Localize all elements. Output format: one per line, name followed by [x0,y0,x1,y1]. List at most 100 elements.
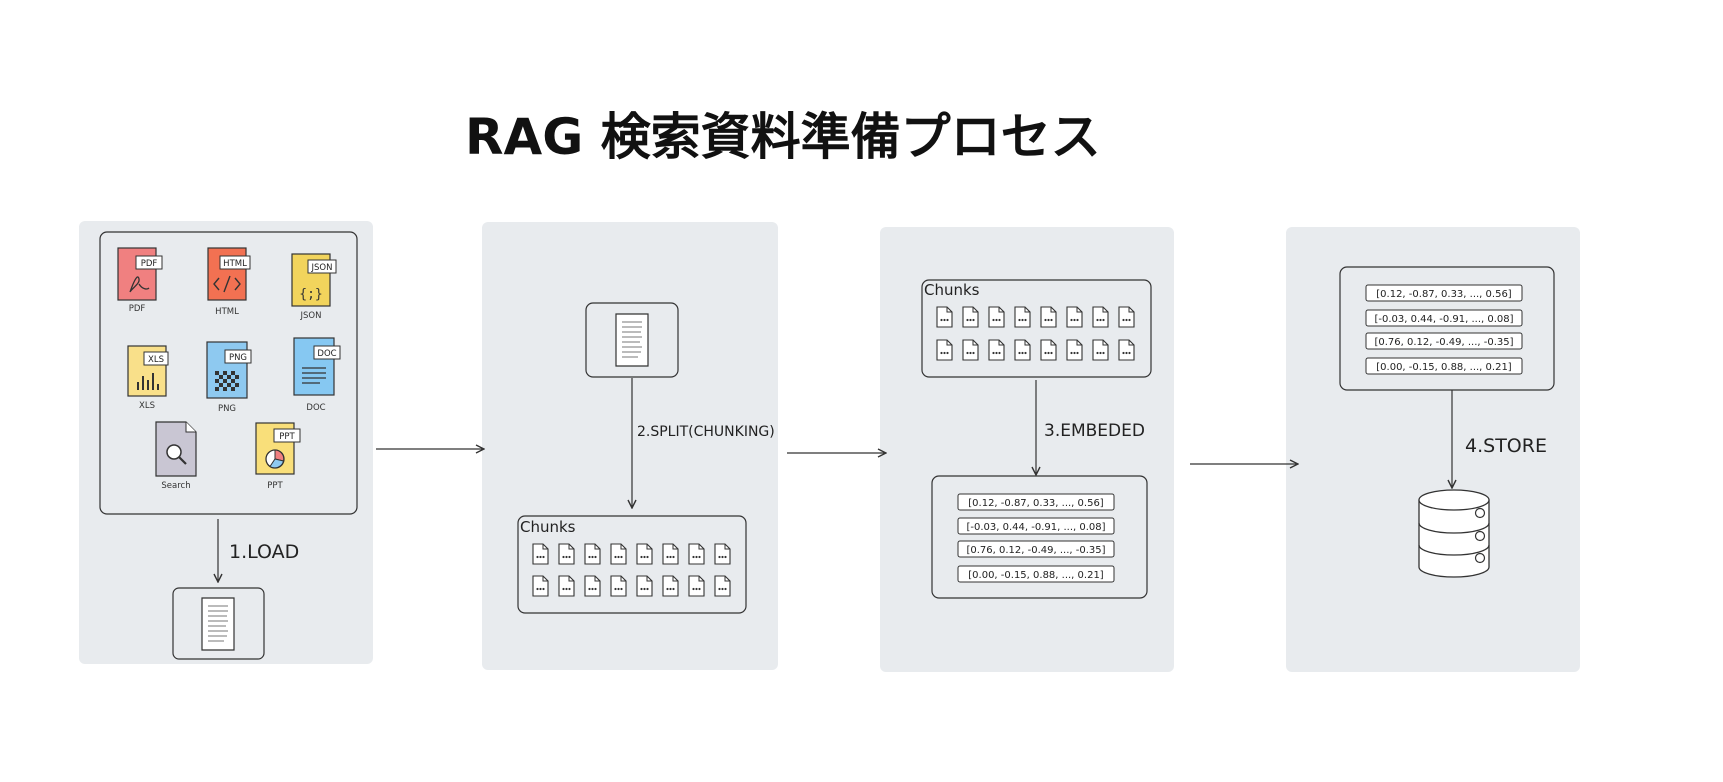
chunk-doc-icon [1118,339,1135,361]
chunk-doc-icon [610,575,627,597]
chunk-doc-icon [1014,306,1031,328]
step-load-label: 1.LOAD [229,541,299,563]
vector-text: [0.76, 0.12, -0.49, ..., -0.35] [966,545,1105,556]
xls-file: XLS XLS [127,345,169,411]
vectors-box-store [1339,266,1555,391]
vector-list-embed: [0.12, -0.87, 0.33, ..., 0.56] [-0.03, 0… [957,493,1115,583]
pdf-file: PDF PDF [117,247,163,314]
file-label: XLS [139,401,155,411]
ppt-file: PPT PPT [255,422,301,491]
page-title: RAG 検索資料準備プロセス [465,108,1101,166]
vector-list-store: [0.12, -0.87, 0.33, ..., 0.56] [-0.03, 0… [1365,284,1523,375]
vector-row [1365,332,1523,350]
vector-row [957,493,1115,511]
file-tag: DOC [317,349,336,359]
vector-text: [0.12, -0.87, 0.33, ..., 0.56] [968,498,1104,509]
file-tag: PDF [141,259,158,269]
chunk-doc-icon [1092,339,1109,361]
document-icon [201,597,235,651]
chunk-doc-icon [584,575,601,597]
chunk-doc-icon [962,339,979,361]
chunk-doc-icon [584,543,601,565]
chunk-doc-icon [532,575,549,597]
chunk-doc-icon [988,306,1005,328]
vector-row [1365,357,1523,375]
chunk-doc-icon [962,306,979,328]
vector-row [957,517,1115,535]
source-document-box [585,302,679,378]
source-files-box [99,231,358,515]
vectors-box-embed [931,475,1148,599]
chunk-doc-icon [532,543,549,565]
bar-chart-icon [137,373,159,390]
chunk-doc-icon [558,543,575,565]
database-icon [1418,489,1490,578]
code-icon [213,275,241,293]
vector-row [1365,284,1523,302]
chunk-doc-icon [688,575,705,597]
chunk-doc-icon [636,575,653,597]
vector-text: [0.00, -0.15, 0.88, ..., 0.21] [968,570,1104,581]
file-label: Search [161,481,190,491]
file-tag: JSON [311,263,333,273]
chunk-doc-icon [688,543,705,565]
step-embed-label: 3.EMBEDED [1044,421,1145,441]
chunk-doc-icon [1014,339,1031,361]
chunk-doc-icon [1092,306,1109,328]
chunk-doc-icon [662,543,679,565]
loaded-document-box [172,587,265,660]
doc-file: DOC DOC [293,337,341,413]
chunk-doc-icon [662,575,679,597]
file-label: HTML [215,307,239,317]
png-file: PNG PNG [206,341,252,414]
vector-text: [-0.03, 0.44, -0.91, ..., 0.08] [1374,314,1513,325]
chunk-doc-icon [1040,339,1057,361]
chunk-doc-icon [988,339,1005,361]
step-split-label: 2.SPLIT(CHUNKING) [637,424,775,440]
file-tag: PNG [229,353,247,363]
lines-icon [302,367,326,384]
file-label: PNG [218,404,236,414]
vector-row [1365,309,1523,327]
vector-text: [0.76, 0.12, -0.49, ..., -0.35] [1374,337,1513,348]
chunk-doc-icon [936,306,953,328]
chunks-box-embed [921,279,1152,378]
chunk-doc-icon [1118,306,1135,328]
chunk-doc-icon [714,543,731,565]
chunk-doc-icon [936,339,953,361]
vector-text: [0.00, -0.15, 0.88, ..., 0.21] [1376,362,1512,373]
panel-load [79,221,373,664]
vector-text: [0.12, -0.87, 0.33, ..., 0.56] [1376,289,1512,300]
document-icon [615,313,649,367]
pie-icon [265,449,285,469]
chunk-doc-icon [1066,306,1083,328]
file-tag: XLS [148,355,164,365]
checker-icon [215,371,239,391]
magnifier-icon [166,444,187,465]
html-file: HTML HTML [207,247,251,317]
step-store-label: 4.STORE [1465,435,1547,457]
file-tag: HTML [223,259,247,269]
json-file: JSON {;} JSON [291,253,337,321]
panel-embed [880,227,1174,672]
chunk-doc-icon [714,575,731,597]
pdf-icon [129,276,150,293]
chunk-doc-icon [1040,306,1057,328]
vector-text: [-0.03, 0.44, -0.91, ..., 0.08] [966,522,1105,533]
chunks-label: Chunks [520,518,576,536]
file-tag: PPT [279,432,295,442]
file-label: PDF [129,304,146,314]
file-label: DOC [306,403,325,413]
chunk-doc-icon [558,575,575,597]
chunk-doc-icon [636,543,653,565]
file-label: PPT [267,481,283,491]
panel-split [482,222,778,670]
chunk-doc-icon [610,543,627,565]
vector-row [957,540,1115,558]
chunks-label: Chunks [924,281,980,299]
vector-row [957,565,1115,583]
chunk-doc-icon [1066,339,1083,361]
chunks-box-split [517,515,747,614]
braces-icon: {;} [299,287,322,302]
